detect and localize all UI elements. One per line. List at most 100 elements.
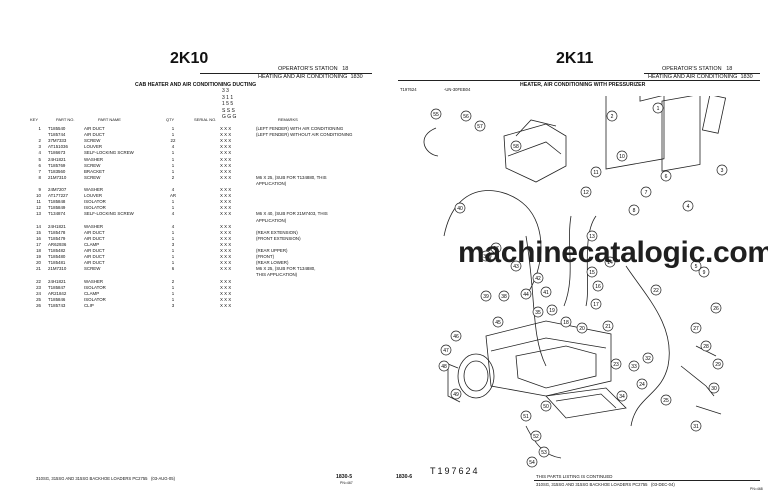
callout-bubble [440, 344, 452, 356]
callout-number: 54 [529, 460, 535, 466]
row-part-no: T185478 [48, 229, 66, 235]
row-part-name: LOUVER [84, 144, 103, 150]
row-qty: 1 [171, 254, 175, 260]
row-part-name: AIR DUCT [84, 248, 105, 253]
callout-number: 36 [483, 254, 489, 260]
row-part-no: T185847 [48, 284, 66, 290]
condenser-drawing [661, 96, 701, 172]
callout-number: 37 [493, 246, 499, 252]
row-part-no: T185479 [48, 235, 66, 241]
row-key: 16 [36, 235, 41, 241]
callout-number: 26 [713, 306, 719, 312]
row-serial: X X X [220, 290, 232, 296]
row-serial: X X X [220, 248, 232, 253]
callout-bubble [540, 286, 552, 298]
callout-number: 22 [653, 288, 659, 294]
row-part-name: BRACKET [84, 168, 105, 174]
callout-number: 53 [541, 450, 547, 456]
row-key: 20 [36, 260, 41, 266]
row-key: 12 [36, 205, 41, 211]
callout-number: 34 [619, 394, 625, 400]
col-part: PART NO. [56, 117, 75, 122]
callout-bubble [560, 316, 572, 328]
callout-bubble [708, 382, 720, 394]
callout-number: 27 [693, 326, 699, 332]
row-key: 1 [38, 126, 41, 131]
row-part-no: T185481 [48, 260, 66, 266]
page-number: 1830-6 [396, 474, 413, 480]
row-part-no: AT177227 [48, 193, 68, 199]
row-remarks: (FRONT) [256, 254, 275, 260]
row-part-no: 37M7333 [48, 138, 67, 144]
row-qty: 1 [171, 248, 175, 253]
row-remarks: (LEFT FENDER) WITHOUT AIR CONDITIONING [256, 132, 353, 138]
callout-bubble [616, 150, 628, 162]
callout-number: 25 [663, 398, 669, 404]
row-serial: X X X [220, 138, 232, 144]
title-rule [398, 80, 760, 81]
row-serial: X X X [220, 266, 232, 272]
row-remarks: (LEFT FENDER) WITH AIR CONDITIONING [256, 126, 344, 131]
callout-number: 45 [495, 320, 501, 326]
callout-bubble [460, 110, 472, 122]
row-remarks: APPLICATION) [256, 180, 287, 186]
callout-bubble [690, 322, 702, 334]
row-part-no: T183560 [48, 168, 66, 174]
upper-duct-drawing [503, 123, 567, 183]
row-part-no: 24H1821 [48, 278, 66, 284]
row-serial: X X X [220, 278, 232, 284]
footer-models: 310SG, 315SG AND 315SG BACKHOE LOADERS P… [36, 476, 175, 481]
row-serial: X X X [220, 223, 232, 229]
row-part-name: WASHER [84, 187, 104, 192]
row-part-no: AT151036 [48, 144, 68, 150]
callout-bubble [498, 290, 510, 302]
callout-bubble [492, 316, 504, 328]
row-part-no: AR62936 [48, 241, 67, 247]
watermark: machinecatalogic.com [458, 236, 768, 269]
hose-loop [443, 190, 542, 297]
col-qty: QTY [166, 117, 175, 122]
row-part-no: T185744 [48, 132, 66, 138]
row-part-name: WASHER [84, 156, 104, 162]
row-serial: X X X [220, 254, 232, 260]
row-part-no: T185482 [48, 248, 66, 253]
heater-core-drawing [605, 96, 665, 170]
callout-number: 48 [441, 364, 447, 370]
callout-bubble [690, 420, 702, 432]
row-part-name: AIR DUCT [84, 254, 105, 260]
row-key: 25 [36, 296, 41, 302]
row-part-name: ISOLATOR [84, 284, 106, 290]
row-key: 4 [38, 150, 41, 156]
callout-number: 2 [611, 114, 614, 120]
row-key: 17 [36, 241, 41, 247]
row-part-name: WASHER [84, 278, 104, 284]
callout-number: 14 [607, 260, 613, 266]
row-qty: 1 [171, 290, 175, 296]
row-key: 18 [36, 248, 41, 253]
callout-bubble [682, 200, 694, 212]
row-key: 6 [38, 162, 41, 168]
row-serial: X X X [220, 187, 232, 192]
callout-bubble [640, 186, 652, 198]
row-key: 8 [38, 174, 41, 180]
row-qty: 6 [171, 266, 175, 272]
row-serial: X X X [220, 193, 232, 199]
callout-bubble [642, 352, 654, 364]
callout-bubble [698, 266, 710, 278]
row-part-name: AIR DUCT [84, 235, 105, 241]
row-qty: 22 [170, 138, 176, 144]
row-part-no: 24H1821 [48, 223, 66, 229]
row-qty: 1 [171, 162, 175, 168]
row-serial: X X X [220, 296, 232, 302]
